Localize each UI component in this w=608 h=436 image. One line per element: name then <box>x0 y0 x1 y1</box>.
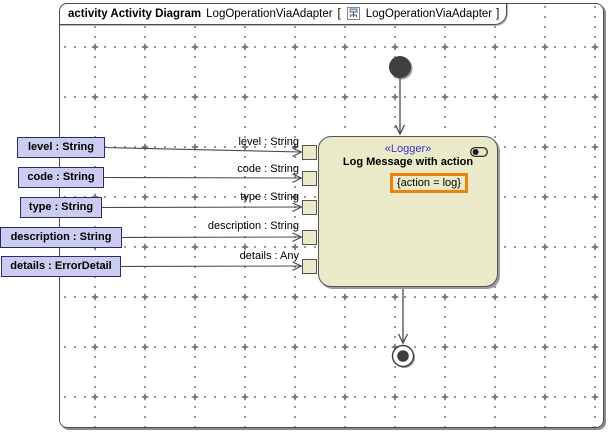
input-pin-level[interactable] <box>302 145 317 160</box>
action-log-message[interactable]: «Logger» Log Message with action {action… <box>318 136 498 287</box>
object-flow-code[interactable] <box>101 176 302 179</box>
activity-diagram-icon <box>346 7 360 23</box>
object-flow-type[interactable] <box>100 206 302 209</box>
parameter-node-type[interactable]: type : String <box>20 197 102 218</box>
input-pin-details[interactable] <box>302 259 317 274</box>
diagram-kind-label: activity Activity Diagram <box>68 8 202 20</box>
frame-ref-label: LogOperationViaAdapter <box>365 8 493 20</box>
object-flow-description[interactable] <box>120 236 302 239</box>
parameter-label: type : String <box>28 201 94 213</box>
input-pin-type[interactable] <box>302 200 317 215</box>
arrowhead-icon <box>292 261 303 271</box>
parameter-node-details[interactable]: details : ErrorDetail <box>1 256 121 277</box>
diagram-name-label: LogOperationViaAdapter <box>206 8 333 20</box>
pin-label-details: details : Any <box>239 250 299 262</box>
diagram-header-tab[interactable]: activity Activity Diagram LogOperationVi… <box>59 3 507 25</box>
input-pin-code[interactable] <box>302 171 317 186</box>
parameter-node-code[interactable]: code : String <box>18 167 104 188</box>
pin-label-level: level : String <box>238 136 299 148</box>
activity-final-node-core <box>397 350 409 362</box>
bracket-open: [ <box>337 8 341 20</box>
arrowhead-icon <box>292 202 303 212</box>
object-flow-details[interactable] <box>118 265 302 268</box>
behavior-toggle-icon <box>470 144 488 162</box>
action-name: Log Message with action <box>342 156 474 168</box>
parameter-label: description : String <box>10 231 112 243</box>
stereotype-label: «Logger» <box>384 143 432 155</box>
arrowhead-icon <box>292 232 303 242</box>
input-pin-description[interactable] <box>302 230 317 245</box>
arrowhead-icon <box>394 124 406 136</box>
parameter-node-level[interactable]: level : String <box>17 137 105 158</box>
parameter-label: level : String <box>27 141 95 153</box>
parameter-label: details : ErrorDetail <box>10 260 112 272</box>
initial-node[interactable] <box>389 56 411 78</box>
activity-diagram-frame[interactable] <box>59 3 604 428</box>
pin-label-type: type : String <box>240 191 299 203</box>
arrowhead-icon <box>292 147 303 157</box>
parameter-node-description[interactable]: description : String <box>0 227 122 248</box>
object-flow-level[interactable] <box>103 146 302 153</box>
arrowhead-icon <box>397 333 409 345</box>
arrowhead-icon <box>292 173 303 183</box>
pin-label-description: description : String <box>207 220 299 232</box>
pin-label-code: code : String <box>237 163 299 175</box>
bracket-close: ] <box>496 8 500 20</box>
parameter-label: code : String <box>27 171 95 183</box>
constraint-box[interactable]: {action = log} <box>390 173 468 193</box>
